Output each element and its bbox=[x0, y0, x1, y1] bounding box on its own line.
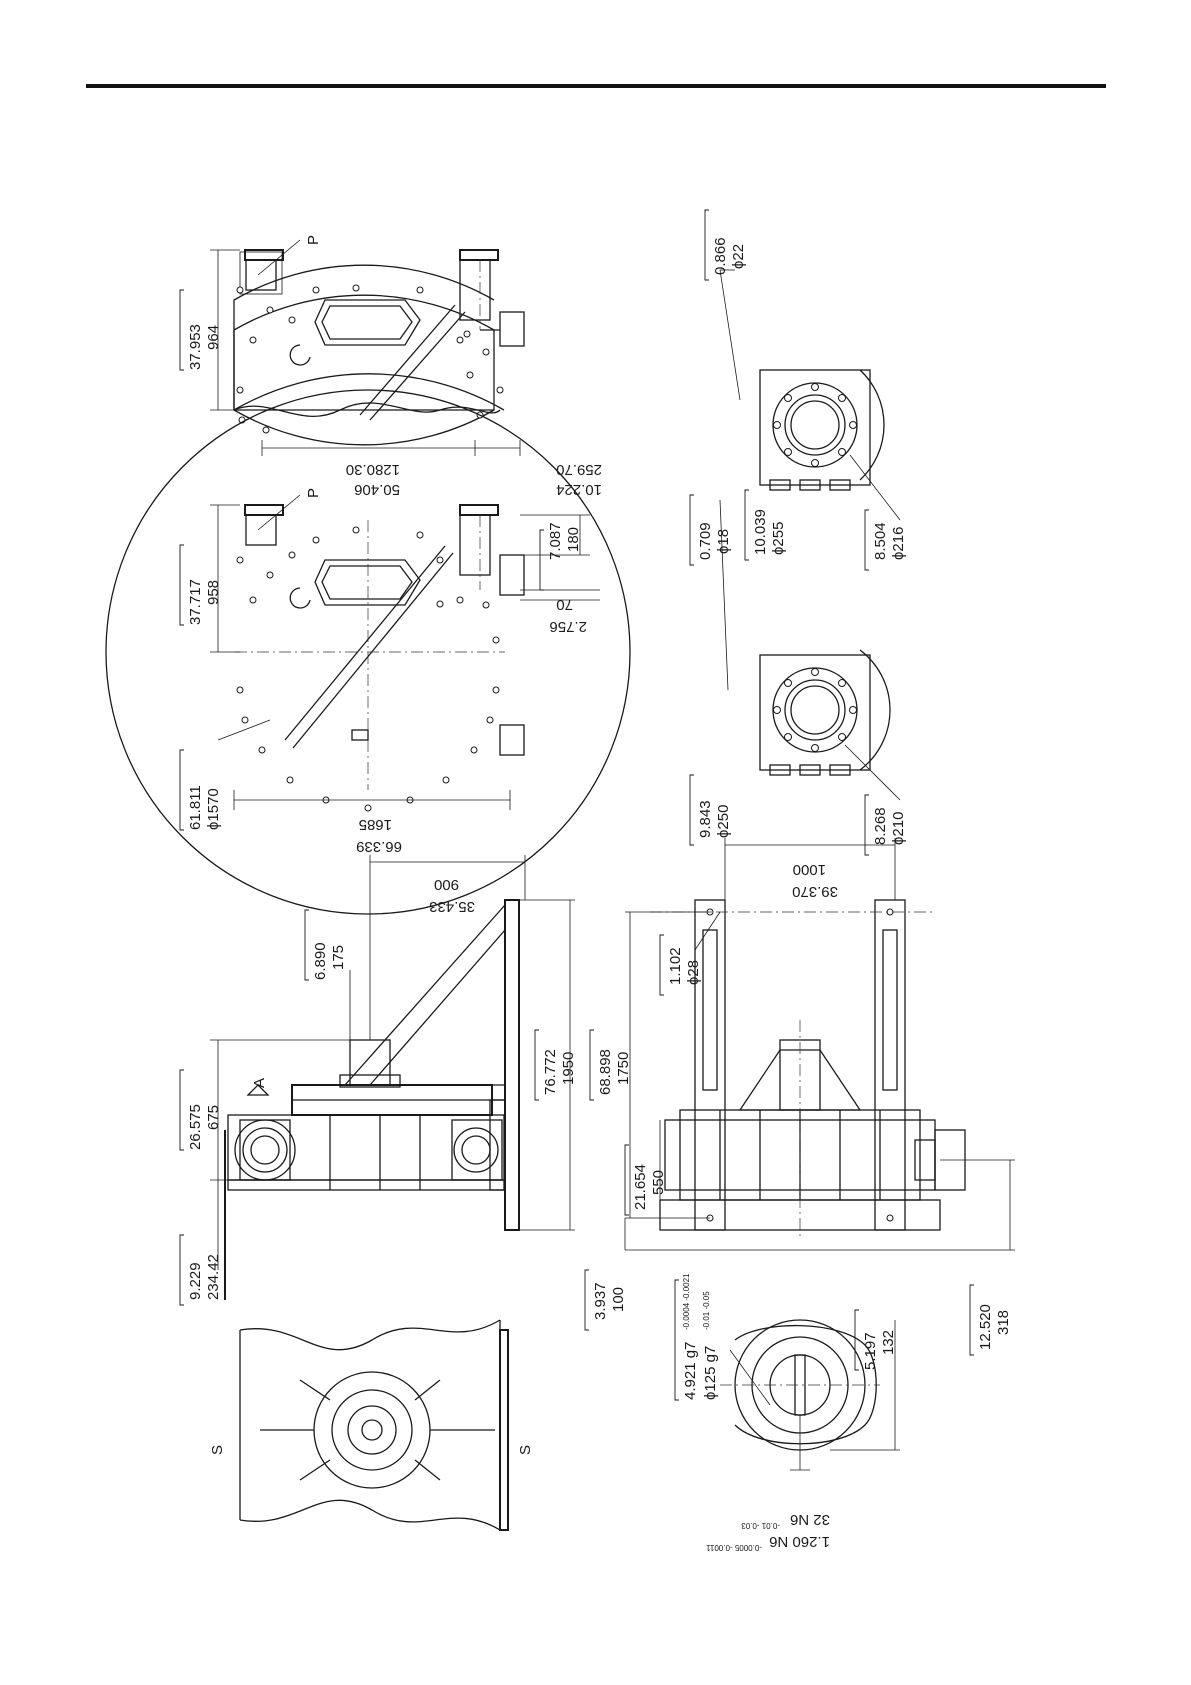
flange-detail-bottom bbox=[759, 649, 891, 776]
dim-1-102: 1.102 bbox=[667, 947, 684, 985]
label-s-bottom: S bbox=[517, 1445, 534, 1455]
dim-234-42: 234.42 bbox=[205, 1254, 222, 1300]
dim-68-898: 68.898 bbox=[597, 1049, 614, 1095]
dim-210: ϕ210 bbox=[890, 812, 907, 845]
dim-1570: ϕ1570 bbox=[205, 788, 222, 830]
dim-22: ϕ22 bbox=[730, 244, 747, 269]
dim-32-tol: -0.01 -0.03 bbox=[741, 1521, 780, 1530]
dim-125: ϕ125 g7 bbox=[702, 1346, 719, 1400]
dim-1-260: 1.260 N6 bbox=[769, 1533, 830, 1550]
dim-37-953: 37.953 bbox=[187, 324, 204, 370]
dim-21-654: 21.654 bbox=[632, 1164, 649, 1210]
label-p-mid: P bbox=[305, 488, 322, 498]
dim-1685: 1685 bbox=[359, 816, 392, 833]
dim-10-224: 10.224 bbox=[556, 481, 602, 498]
dim-26-575: 26.575 bbox=[187, 1104, 204, 1150]
dim-10-039: 10.039 bbox=[752, 509, 769, 555]
dimension-labels: 37.953 964 37.717 958 61.811 ϕ1570 1685 … bbox=[187, 235, 1012, 1552]
dim-1-260-tol: -0.0005 -0.0011 bbox=[706, 1543, 762, 1552]
dim-3-937: 3.937 bbox=[592, 1282, 609, 1320]
label-view-a: A bbox=[251, 1078, 268, 1088]
dim-255: ϕ255 bbox=[770, 522, 787, 555]
dim-180: 180 bbox=[565, 527, 582, 552]
dim-4-921-tol: -0.0004 -0.0021 bbox=[682, 1273, 691, 1330]
dim-8-268: 8.268 bbox=[872, 807, 889, 845]
dim-0-709: 0.709 bbox=[697, 522, 714, 560]
dim-32: 32 N6 bbox=[790, 1511, 830, 1528]
dim-6-890: 6.890 bbox=[312, 942, 329, 980]
dim-132: 132 bbox=[880, 1330, 897, 1355]
dimension-lines bbox=[210, 239, 1015, 1471]
dim-9-843: 9.843 bbox=[697, 800, 714, 838]
dim-1280-30: 1280.30 bbox=[346, 461, 400, 478]
dim-8-504: 8.504 bbox=[872, 522, 889, 560]
inch-brackets bbox=[179, 209, 974, 1401]
dim-61-811: 61.811 bbox=[187, 785, 204, 830]
dim-2-756: 2.756 bbox=[549, 618, 587, 635]
dim-39-370: 39.370 bbox=[792, 883, 838, 900]
dim-675: 675 bbox=[205, 1105, 222, 1130]
label-p-top: P bbox=[305, 235, 322, 245]
section-s-view bbox=[239, 1319, 509, 1531]
dim-9-229: 9.229 bbox=[187, 1262, 204, 1300]
label-s-top: S bbox=[209, 1445, 226, 1455]
dim-66-339: 66.339 bbox=[356, 838, 402, 855]
dim-318: 318 bbox=[995, 1310, 1012, 1335]
dim-259-70: 259.70 bbox=[556, 461, 602, 478]
dim-964: 964 bbox=[205, 325, 222, 350]
dim-900: 900 bbox=[434, 876, 459, 893]
dim-1000: 1000 bbox=[793, 861, 826, 878]
dim-18: ϕ18 bbox=[715, 529, 732, 554]
dim-1950: 1950 bbox=[560, 1052, 577, 1085]
flange-detail-top bbox=[759, 369, 885, 491]
dim-125-tol: -0.01 -0.05 bbox=[702, 1291, 711, 1330]
header-rule bbox=[86, 84, 1106, 88]
dim-0-866: 0.866 bbox=[712, 237, 729, 275]
side-view bbox=[224, 899, 520, 1300]
half-disc-view bbox=[233, 249, 525, 446]
dim-958: 958 bbox=[205, 580, 222, 605]
bottom-view bbox=[650, 899, 966, 1240]
dim-250: ϕ250 bbox=[715, 805, 732, 838]
dim-35-433: 35.433 bbox=[429, 898, 475, 915]
dim-70: 70 bbox=[556, 596, 573, 613]
dim-175: 175 bbox=[330, 945, 347, 970]
dim-100: 100 bbox=[610, 1287, 627, 1312]
dim-12-520: 12.520 bbox=[977, 1304, 994, 1350]
full-disc-view bbox=[105, 389, 631, 915]
dim-28: ϕ28 bbox=[685, 960, 702, 985]
dim-1750: 1750 bbox=[615, 1052, 632, 1085]
dim-5-197: 5.197 bbox=[862, 1332, 879, 1370]
dim-37-717: 37.717 bbox=[187, 579, 204, 625]
dim-7-087: 7.087 bbox=[547, 522, 564, 560]
dim-76-772: 76.772 bbox=[542, 1049, 559, 1095]
dim-50-406: 50.406 bbox=[354, 481, 400, 498]
dim-216: ϕ216 bbox=[890, 527, 907, 560]
dim-4-921: 4.921 g7 bbox=[682, 1342, 699, 1400]
dim-550: 550 bbox=[650, 1170, 667, 1195]
